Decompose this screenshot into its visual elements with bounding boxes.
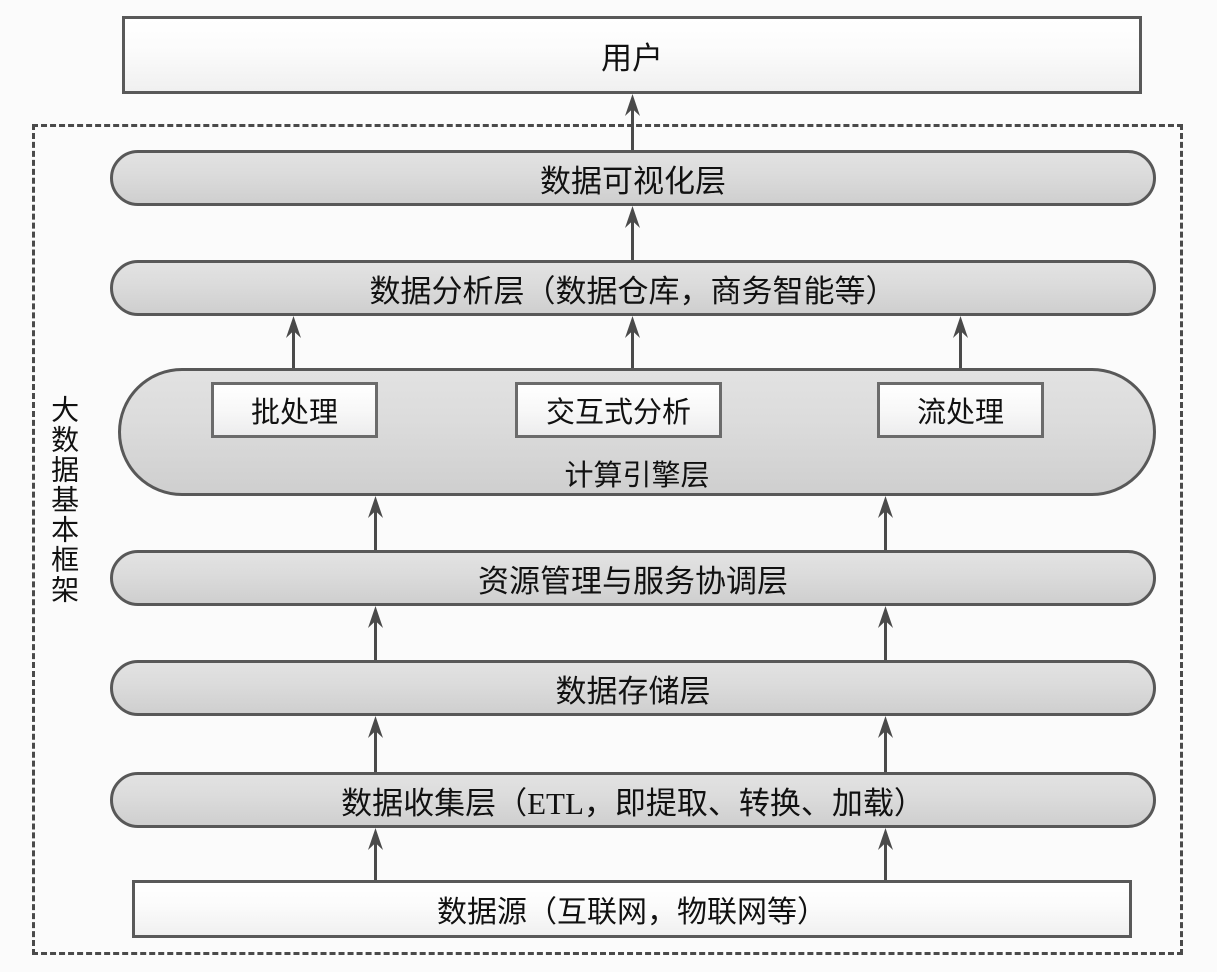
arrow-resource-to-engine-right <box>877 496 894 550</box>
arrow-collection-to-storage-left <box>367 716 384 778</box>
layer-collection-label: 数据收集层（ETL，即提取、转换、加载） <box>341 785 925 821</box>
framework-vertical-label: 大数据基本框架 <box>47 395 79 605</box>
layer-resource-label: 资源管理与服务协调层 <box>478 563 788 599</box>
layer-storage-label: 数据存储层 <box>555 673 711 709</box>
arrow-source-to-collection-left <box>367 828 384 882</box>
layer-analysis-label: 数据分析层（数据仓库，商务智能等） <box>369 273 897 309</box>
data-source-box: 数据源（互联网，物联网等） <box>132 880 1132 938</box>
arrow-visualization-to-user <box>624 94 641 150</box>
layer-visualization-label: 数据可视化层 <box>540 163 726 199</box>
layer-resource: 资源管理与服务协调层 <box>110 550 1156 606</box>
layer-collection: 数据收集层（ETL，即提取、转换、加载） <box>110 772 1156 828</box>
arrow-collection-to-storage-right <box>877 716 894 778</box>
arrow-storage-to-resource-right <box>877 606 894 660</box>
engine-component-interactive-label: 交互式分析 <box>545 397 691 429</box>
engine-component-batch-label: 批处理 <box>250 397 338 429</box>
engine-component-interactive: 交互式分析 <box>515 382 722 438</box>
arrow-analysis-to-visualization <box>624 206 641 260</box>
engine-component-batch: 批处理 <box>211 382 378 438</box>
user-box-label: 用户 <box>601 40 663 76</box>
arrow-storage-to-resource-left <box>367 606 384 660</box>
layer-engine-label: 计算引擎层 <box>564 460 710 492</box>
arrow-source-to-collection-right <box>877 828 894 882</box>
data-source-box-label: 数据源（互联网，物联网等） <box>437 896 827 929</box>
big-data-framework-boundary <box>32 124 1183 955</box>
layer-visualization: 数据可视化层 <box>110 150 1156 206</box>
arrow-engine-to-analysis-left <box>285 316 302 370</box>
arrow-engine-to-analysis-center <box>624 316 641 370</box>
layer-storage: 数据存储层 <box>110 660 1156 716</box>
engine-component-stream-label: 流处理 <box>916 397 1004 429</box>
layer-analysis: 数据分析层（数据仓库，商务智能等） <box>110 260 1156 316</box>
arrow-engine-to-analysis-right <box>952 316 969 370</box>
engine-component-stream: 流处理 <box>877 382 1044 438</box>
user-box: 用户 <box>122 16 1142 94</box>
arrow-resource-to-engine-left <box>367 496 384 550</box>
